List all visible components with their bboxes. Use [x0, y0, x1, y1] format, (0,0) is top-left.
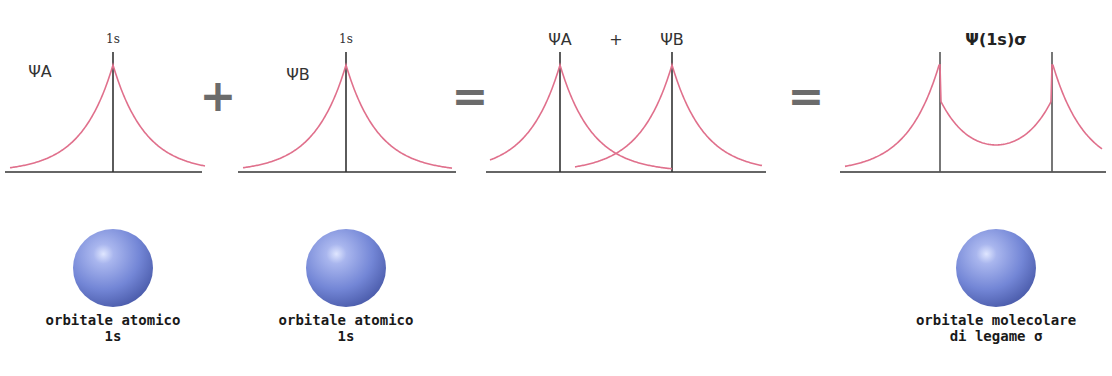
wavefunction-label: +: [609, 31, 622, 49]
wavefunction-plot: [238, 52, 456, 172]
orbital-caption: orbitale atomico 1s: [274, 312, 419, 344]
nucleus-line: [671, 52, 673, 172]
operator-symbol: =: [788, 71, 825, 122]
operator-symbol: =: [452, 71, 489, 122]
axis-line: [238, 171, 456, 173]
axis-line: [486, 171, 766, 173]
orbital-sphere: [956, 229, 1036, 307]
orbital-caption: orbitale molecolare di legame σ: [911, 312, 1081, 344]
wave-curve: [490, 65, 672, 169]
wavefunction-label: ΨB: [286, 66, 310, 84]
orbital-sphere: [306, 229, 386, 307]
orbital-sphere: [73, 229, 153, 307]
axis-line: [840, 171, 1106, 173]
wavefunction-plot: [5, 52, 205, 172]
wavefunction-label: ΨA: [548, 31, 572, 49]
wavefunction-label: 1s: [339, 33, 353, 47]
wavefunction-label: ΨA: [28, 63, 52, 81]
wave-curve: [575, 65, 762, 167]
wavefunction-label: 1s: [106, 33, 120, 47]
wavefunction-plot: [840, 52, 1106, 172]
wavefunction-label: ΨB: [660, 31, 684, 49]
orbital-caption: orbitale atomico 1s: [41, 312, 186, 344]
wavefunction-plot: [486, 52, 766, 172]
nucleus-line: [112, 52, 114, 172]
nucleus-line: [559, 52, 561, 172]
axis-line: [5, 171, 202, 173]
operator-symbol: +: [200, 71, 237, 122]
wavefunction-label: Ψ(1s)σ: [965, 31, 1026, 49]
wave-curve: [243, 65, 452, 168]
nucleus-line: [345, 52, 347, 172]
wave-curve: [845, 65, 1102, 166]
